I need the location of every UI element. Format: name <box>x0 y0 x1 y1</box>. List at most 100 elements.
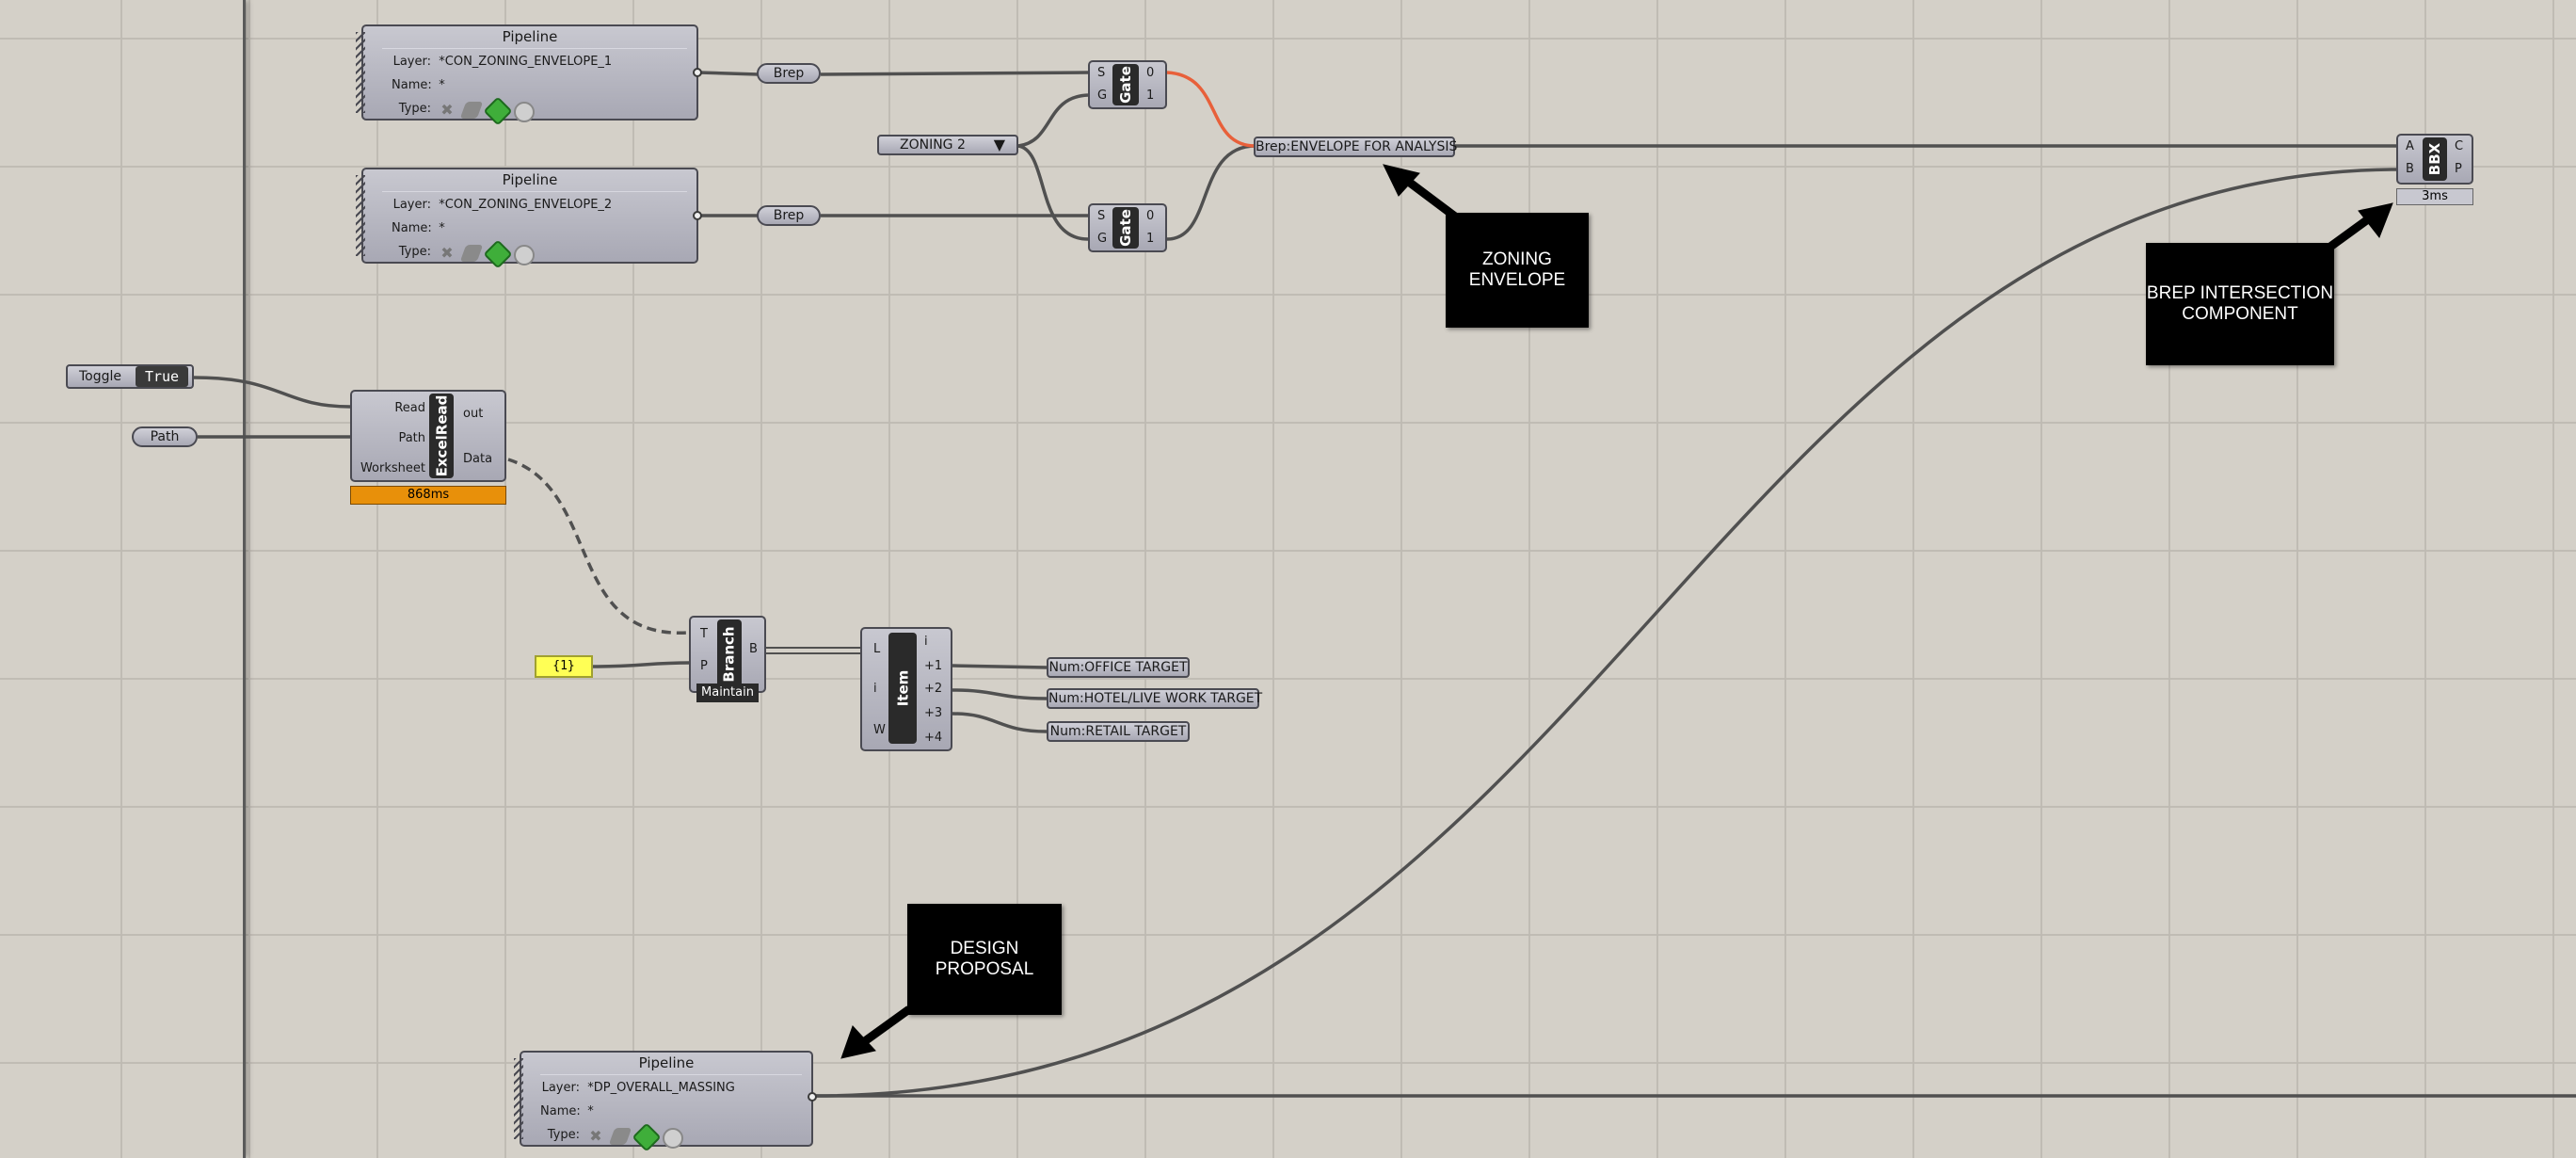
pipeline-layer-row: Layer: *DP_OVERALL_MASSING <box>540 1081 735 1095</box>
surface-type-icon[interactable] <box>459 102 484 119</box>
layer-label: Layer: <box>392 198 431 212</box>
branch-input-p[interactable]: P <box>700 659 708 673</box>
branch-component[interactable]: T P Branch B <box>689 616 766 693</box>
gate-input-s[interactable]: S <box>1097 66 1106 80</box>
item-output-p2[interactable]: +2 <box>924 682 943 696</box>
type-label: Type: <box>398 102 431 116</box>
gate-component-2[interactable]: S G Gate 0 1 <box>1088 203 1167 252</box>
panel-value[interactable]: {1} <box>535 655 593 678</box>
brep-param-2[interactable]: Brep <box>757 205 821 226</box>
excel-input-read[interactable]: Read <box>394 401 425 415</box>
item-output-i[interactable]: i <box>924 635 928 649</box>
bbx-input-a[interactable]: A <box>2406 139 2414 153</box>
pipeline-output-grip[interactable] <box>693 211 702 220</box>
excel-input-worksheet[interactable]: Worksheet <box>360 461 425 475</box>
point-type-icon[interactable]: ✖ <box>589 1127 602 1145</box>
name-value: * <box>439 78 445 92</box>
gate-output-1[interactable]: 1 <box>1146 88 1155 103</box>
mesh-type-icon[interactable] <box>514 245 535 265</box>
excel-timer: 868ms <box>350 486 506 505</box>
type-label: Type: <box>547 1128 580 1142</box>
arrow-design-head <box>840 1025 876 1059</box>
pipeline-type-row: Type: <box>540 1128 580 1142</box>
pipeline-name-row: Name: * <box>540 1104 594 1118</box>
item-input-i[interactable]: i <box>873 682 877 696</box>
gate-label: Gate <box>1112 207 1139 249</box>
toggle-label: Toggle <box>79 369 122 384</box>
mesh-type-icon[interactable] <box>514 102 535 122</box>
arrow-zoning-head <box>1383 164 1420 197</box>
item-output-p3[interactable]: +3 <box>924 706 943 720</box>
item-input-l[interactable]: L <box>873 642 881 656</box>
wire-zoning-gate2 <box>1017 144 1089 241</box>
bbx-input-b[interactable]: B <box>2406 162 2414 176</box>
wire-gate2-envelope <box>1166 144 1256 241</box>
path-param[interactable]: Path <box>132 426 198 447</box>
point-type-icon[interactable]: ✖ <box>440 244 454 262</box>
excel-output-out[interactable]: out <box>463 407 484 421</box>
branch-output-b[interactable]: B <box>749 642 758 656</box>
layer-value: *CON_ZONING_ENVELOPE_1 <box>439 55 613 69</box>
num-office-target[interactable]: Num:OFFICE TARGET <box>1047 657 1190 678</box>
wire-pipeline1-brep <box>697 71 760 76</box>
arrow-brep-line <box>2328 213 2375 250</box>
pipeline-divider <box>540 1074 802 1075</box>
arrow-brep-head <box>2358 202 2393 238</box>
pipeline-title: Pipeline <box>502 171 558 188</box>
gate-output-1[interactable]: 1 <box>1146 232 1155 246</box>
wire-gate1-envelope <box>1166 71 1256 148</box>
excelread-component[interactable]: Read Path Worksheet ExcelRead out Data <box>350 390 506 482</box>
branch-mode-label: Maintain <box>696 684 759 702</box>
pipeline-type-row: Type: <box>392 245 431 259</box>
wire-item-retail <box>952 712 1048 733</box>
name-label: Name: <box>392 78 432 92</box>
gate-input-g[interactable]: G <box>1097 232 1108 246</box>
excel-output-data[interactable]: Data <box>463 452 493 466</box>
note-brep-intersection: BREP INTERSECTION COMPONENT <box>2146 243 2334 365</box>
num-hotel-target[interactable]: Num:HOTEL/LIVE WORK TARGET <box>1047 688 1262 709</box>
pipeline-input-edge <box>514 1058 523 1139</box>
envelope-param[interactable]: Brep:ENVELOPE FOR ANALYSIS <box>1254 137 1457 157</box>
pipeline-name-row: Name: * <box>392 78 445 92</box>
branch-input-t[interactable]: T <box>700 627 708 641</box>
pipeline-component-1[interactable]: Pipeline Layer: *CON_ZONING_ENVELOPE_1 N… <box>356 24 702 126</box>
pipeline-component-2[interactable]: Pipeline Layer: *CON_ZONING_ENVELOPE_2 N… <box>356 168 702 269</box>
pipeline-output-grip[interactable] <box>693 68 702 77</box>
bbx-component[interactable]: A B BBX C P <box>2396 134 2473 185</box>
note-zoning-envelope: ZONING ENVELOPE <box>1446 213 1589 328</box>
dropdown-triangle-icon[interactable]: ▼ <box>993 136 1005 153</box>
surface-type-icon[interactable] <box>459 245 484 262</box>
brep-param-1[interactable]: Brep <box>757 63 821 84</box>
point-type-icon[interactable]: ✖ <box>440 101 454 119</box>
name-value: * <box>439 221 445 235</box>
bbx-output-p[interactable]: P <box>2455 162 2462 176</box>
gate-output-0[interactable]: 0 <box>1146 209 1155 223</box>
bbx-output-c[interactable]: C <box>2455 139 2464 153</box>
pipeline-layer-row: Layer: *CON_ZONING_ENVELOPE_2 <box>392 198 613 212</box>
surface-type-icon[interactable] <box>608 1128 632 1145</box>
name-value: * <box>587 1104 594 1118</box>
name-label: Name: <box>540 1104 581 1118</box>
item-output-p4[interactable]: +4 <box>924 731 943 745</box>
gate-input-g[interactable]: G <box>1097 88 1108 103</box>
arrow-zoning-line <box>1400 173 1458 220</box>
pipeline-component-3[interactable]: Pipeline Layer: *DP_OVERALL_MASSING Name… <box>514 1051 817 1152</box>
gate-output-0[interactable]: 0 <box>1146 66 1155 80</box>
layer-value: *CON_ZONING_ENVELOPE_2 <box>439 198 613 212</box>
pipeline-output-grip[interactable] <box>808 1092 817 1102</box>
excel-input-path[interactable]: Path <box>398 431 425 445</box>
gate-input-s[interactable]: S <box>1097 209 1106 223</box>
num-retail-target[interactable]: Num:RETAIL TARGET <box>1047 721 1190 742</box>
excel-label: ExcelRead <box>429 394 454 478</box>
item-input-w[interactable]: W <box>873 723 886 737</box>
item-output-p1[interactable]: +1 <box>924 659 943 673</box>
mesh-type-icon[interactable] <box>663 1128 683 1149</box>
layer-value: *DP_OVERALL_MASSING <box>587 1081 735 1095</box>
toggle-value[interactable]: True <box>136 366 188 387</box>
bbx-timer: 3ms <box>2396 188 2473 205</box>
gate-component-1[interactable]: S G Gate 0 1 <box>1088 60 1167 109</box>
item-component[interactable]: L i W Item i +1 +2 +3 +4 <box>860 627 952 751</box>
zoning-value-list[interactable]: ZONING 2▼ <box>877 135 1018 155</box>
